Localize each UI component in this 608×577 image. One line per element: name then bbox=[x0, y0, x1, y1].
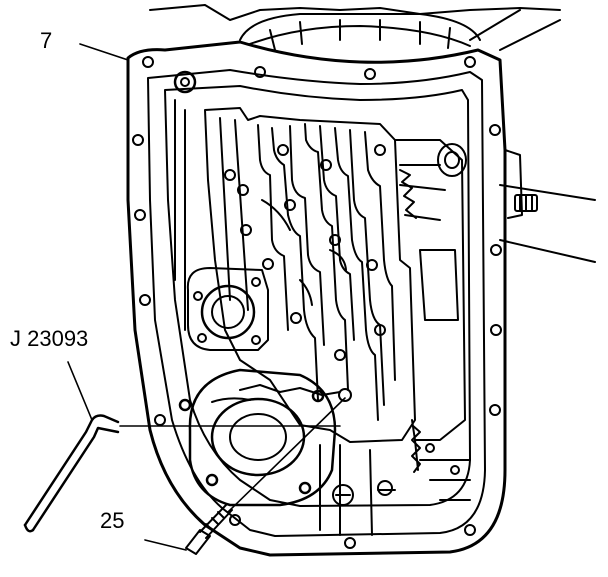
callout-housing-7: 7 bbox=[40, 28, 53, 53]
flange-bolts bbox=[132, 56, 502, 549]
housing-flange bbox=[126, 40, 507, 557]
accumulator bbox=[186, 267, 269, 351]
valve-body bbox=[204, 107, 416, 443]
callout-bolt-25: 25 bbox=[100, 508, 125, 533]
leader-lines bbox=[67, 43, 346, 551]
callout-tool-j23093: J 23093 bbox=[10, 326, 89, 351]
output-shaft bbox=[499, 149, 596, 263]
bolt-25 bbox=[185, 504, 233, 555]
servo-cover bbox=[178, 368, 337, 507]
lower-ribs bbox=[319, 443, 471, 536]
detent-valve bbox=[394, 139, 467, 473]
upper-case bbox=[149, 4, 561, 51]
